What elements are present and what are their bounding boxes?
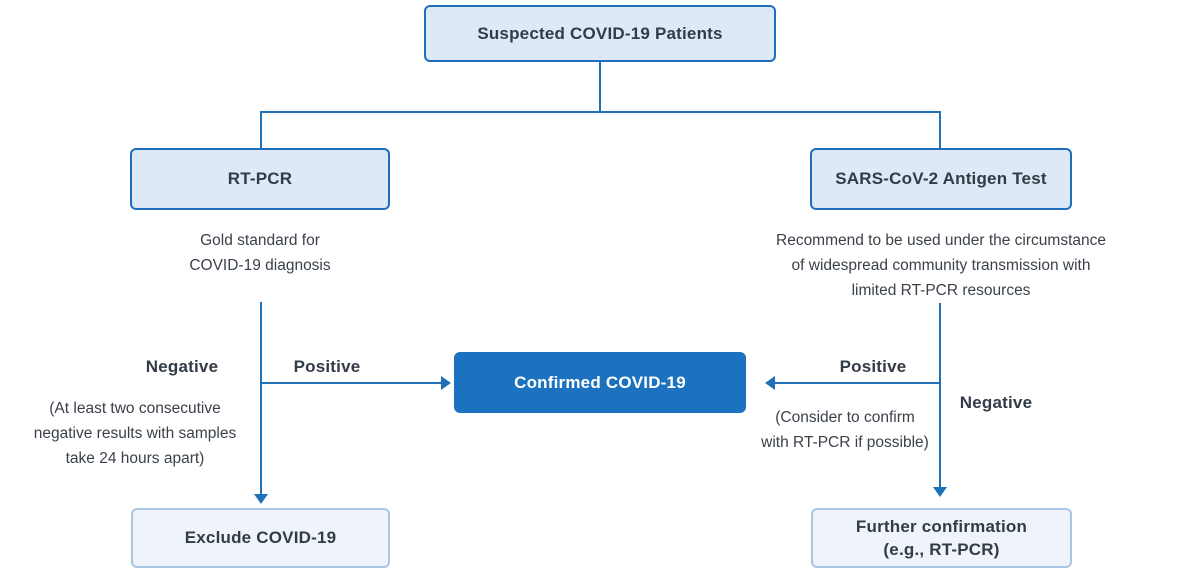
caption-antigen: Recommend to be used under the circumsta…: [776, 232, 1106, 299]
node-exclude-covid: Exclude COVID-19: [131, 508, 390, 568]
connector-branch-right-drop: [939, 111, 941, 149]
edge-label-left-negative: Negative: [145, 357, 219, 376]
connector-suspected-down: [599, 62, 601, 112]
node-further-confirmation-label: Further confirmation (e.g., RT-PCR): [855, 517, 1028, 559]
node-antigen-test: SARS-CoV-2 Antigen Test: [810, 148, 1072, 210]
edge-label-right-negative: Negative: [959, 393, 1033, 412]
arrow-down-further-icon: [933, 487, 947, 497]
caption-rtpcr: Gold standard for COVID-19 diagnosis: [189, 232, 331, 274]
node-rtpcr-label: RT-PCR: [227, 169, 293, 188]
connector-rtpcr-positive-line: [261, 382, 441, 384]
node-antigen-test-label: SARS-CoV-2 Antigen Test: [835, 169, 1047, 188]
arrow-right-confirmed-icon: [441, 376, 451, 390]
edge-label-left-positive: Positive: [293, 357, 361, 376]
arrow-down-exclude-icon: [254, 494, 268, 504]
arrow-left-confirmed-icon: [765, 376, 775, 390]
connector-branch-left-drop: [260, 111, 262, 149]
node-exclude-covid-label: Exclude COVID-19: [184, 528, 337, 547]
node-confirmed-covid: Confirmed COVID-19: [454, 352, 746, 413]
node-confirmed-covid-label: Confirmed COVID-19: [514, 372, 686, 392]
node-rtpcr: RT-PCR: [130, 148, 390, 210]
node-further-confirmation: Further confirmation (e.g., RT-PCR): [811, 508, 1072, 568]
node-suspected-patients: Suspected COVID-19 Patients: [424, 5, 776, 62]
node-suspected-patients-label: Suspected COVID-19 Patients: [477, 23, 723, 43]
note-right-positive: (Consider to confirm with RT-PCR if poss…: [761, 409, 929, 451]
connector-branch-horizontal: [260, 111, 941, 113]
connector-antigen-positive-line: [775, 382, 940, 384]
connector-antigen-negative-line: [939, 303, 941, 488]
connector-rtpcr-negative-line: [260, 302, 262, 495]
edge-label-right-positive: Positive: [839, 357, 907, 376]
note-left-negative: (At least two consecutive negative resul…: [33, 400, 237, 467]
